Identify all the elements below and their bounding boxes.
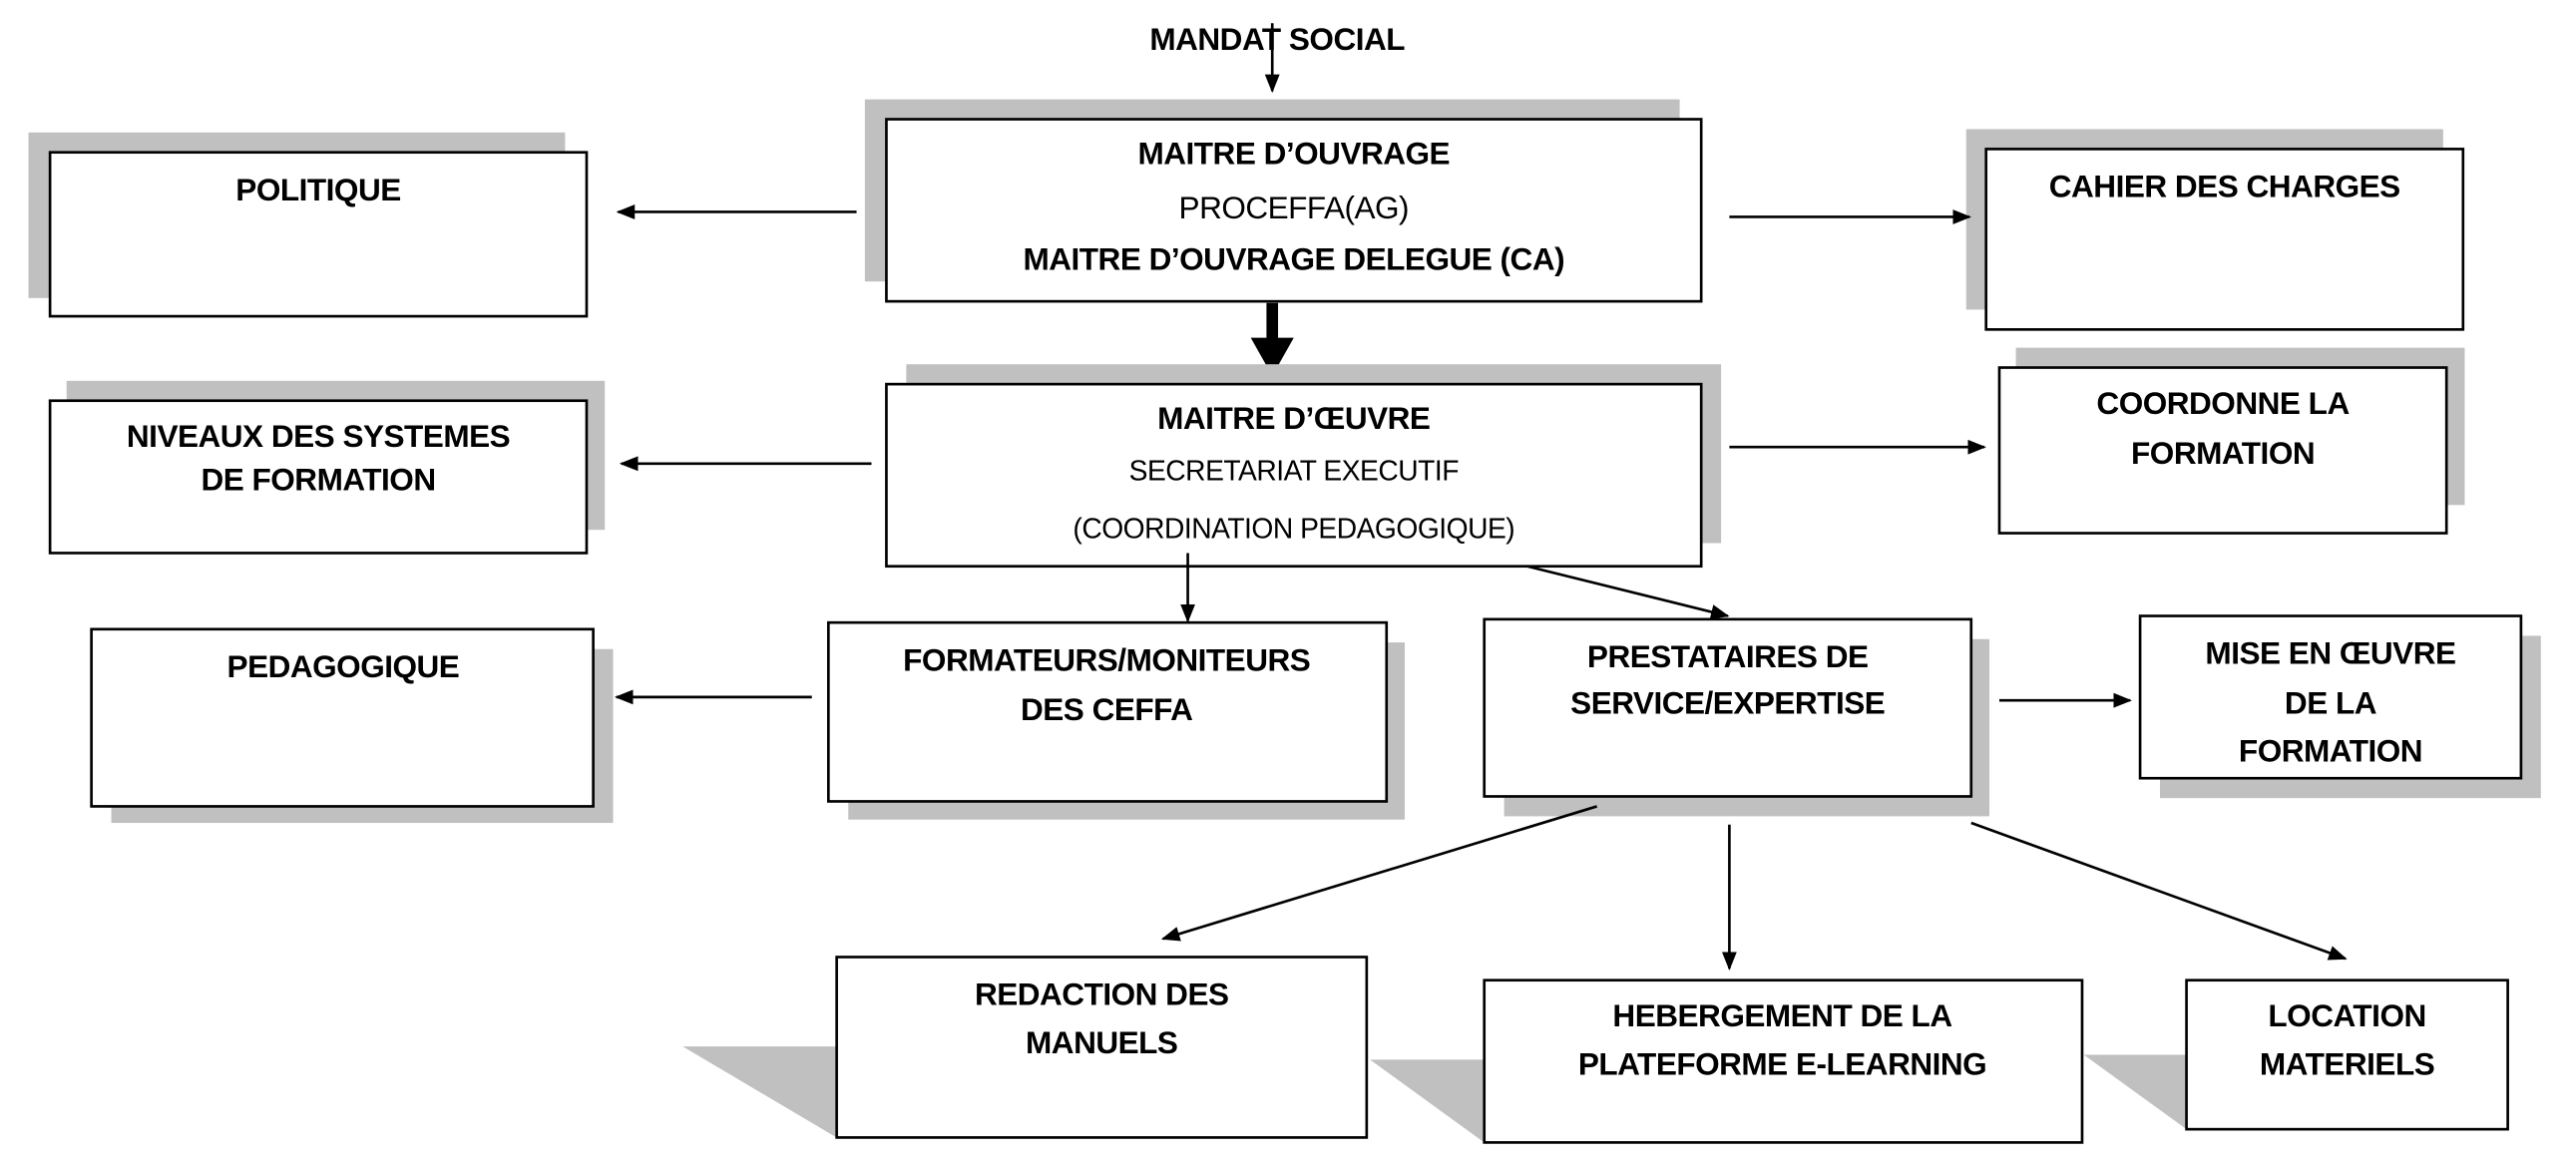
arrow-oeuvre-to-prestataires xyxy=(1526,565,1730,619)
node-location: LOCATION MATERIELS xyxy=(2083,978,2509,1131)
node-label-line: (COORDINATION PEDAGOGIQUE) xyxy=(1073,513,1514,545)
node-label-line: DES CEFFA xyxy=(1021,691,1192,727)
box xyxy=(48,151,589,318)
box xyxy=(2185,978,2509,1131)
node-maitre-ouvrage: MAITRE D’OUVRAGE PROCEFFA(AG) MAITRE D’O… xyxy=(864,99,1703,303)
node-label-line: PROCEFFA(AG) xyxy=(1179,190,1410,225)
node-label-line: LOCATION xyxy=(2268,997,2425,1033)
node-label-line: MAITRE D’OUVRAGE DELEGUE (CA) xyxy=(1023,241,1564,277)
node-label-line: FORMATEURS/MONITEURS xyxy=(903,641,1310,677)
box xyxy=(1997,366,2448,535)
box xyxy=(1984,148,2465,331)
box xyxy=(90,627,595,808)
node-label-line: PLATEFORME E-LEARNING xyxy=(1578,1045,1986,1081)
shadow xyxy=(2083,1054,2187,1130)
node-label-line: MAITRE D’OUVRAGE xyxy=(1137,135,1450,171)
node-label-line: MAITRE D’ŒUVRE xyxy=(1157,400,1430,436)
box xyxy=(48,399,589,555)
box xyxy=(1483,978,2084,1144)
mandat-social-label: MANDAT SOCIAL xyxy=(1149,21,1405,57)
node-label-line: MATERIELS xyxy=(2260,1045,2434,1081)
node-label-line: MISE EN ŒUVRE xyxy=(2205,635,2455,671)
node-label-line: POLITIQUE xyxy=(235,172,400,207)
node-mise-en-oeuvre: MISE EN ŒUVRE DE LA FORMATION xyxy=(2138,614,2541,799)
node-label-line: DE FORMATION xyxy=(201,461,435,497)
node-label-line: COORDONNE LA xyxy=(2096,385,2349,421)
box xyxy=(1483,617,1973,798)
node-label-line: CAHIER DES CHARGES xyxy=(2049,169,2400,204)
node-redaction: REDACTION DES MANUELS xyxy=(682,956,1369,1139)
node-politique: POLITIQUE xyxy=(28,132,589,318)
node-label-line: FORMATION xyxy=(2131,435,2315,471)
shadow xyxy=(682,1046,837,1138)
node-label-line: FORMATION xyxy=(2239,733,2422,769)
node-maitre-oeuvre: MAITRE D’ŒUVRE SECRETARIAT EXECUTIF (COO… xyxy=(885,364,1722,569)
box xyxy=(885,118,1703,303)
node-formateurs: FORMATEURS/MONITEURS DES CEFFA xyxy=(827,620,1406,820)
node-label-line: MANUELS xyxy=(1026,1024,1177,1060)
node-label-line: SECRETARIAT EXECUTIF xyxy=(1129,454,1460,486)
node-hebergement: HEBERGEMENT DE LA PLATEFORME E-LEARNING xyxy=(1370,978,2084,1144)
arrow-prestataires-to-redaction xyxy=(1160,805,1597,942)
node-label-line: PEDAGOGIQUE xyxy=(227,648,460,684)
box xyxy=(827,620,1389,803)
node-label-line: NIVEAUX DES SYSTEMES xyxy=(127,418,510,454)
node-label-line: DE LA xyxy=(2285,684,2376,720)
node-cahier-des-charges: CAHIER DES CHARGES xyxy=(1965,129,2465,331)
thick-arrow-head xyxy=(1250,337,1294,376)
node-prestataires: PRESTATAIRES DE SERVICE/EXPERTISE xyxy=(1483,617,1990,817)
node-label-line: PRESTATAIRES DE xyxy=(1587,638,1869,674)
node-coordonne: COORDONNE LA FORMATION xyxy=(1997,347,2465,535)
node-label-line: SERVICE/EXPERTISE xyxy=(1570,684,1885,720)
arrow-prestataires-to-location xyxy=(1970,821,2348,961)
node-niveaux: NIVEAUX DES SYSTEMES DE FORMATION xyxy=(48,380,606,555)
box xyxy=(835,956,1369,1139)
box xyxy=(885,382,1703,569)
node-pedagogique: PEDAGOGIQUE xyxy=(90,627,614,824)
shadow xyxy=(1370,1059,1485,1143)
node-label-line: REDACTION DES xyxy=(975,976,1229,1012)
box xyxy=(2138,614,2523,780)
node-label-line: HEBERGEMENT DE LA xyxy=(1612,997,1951,1033)
